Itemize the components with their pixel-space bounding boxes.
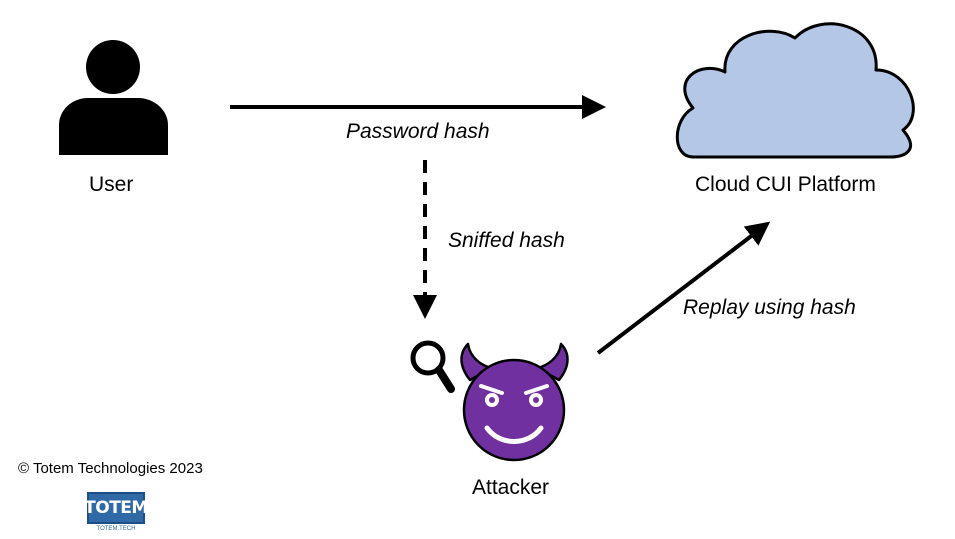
cloud-icon [675, 22, 915, 159]
cloud-platform-label: Cloud CUI Platform [695, 173, 876, 196]
logo-subtext: TOTEM.TECH [96, 526, 136, 532]
logo-text: TOTEM [84, 497, 148, 518]
totem-logo: TOTEM TOTEM.TECH [84, 492, 148, 534]
password-hash-label: Password hash [346, 120, 490, 143]
sniffed-hash-label: Sniffed hash [448, 229, 565, 252]
replay-arrow [596, 221, 771, 355]
copyright-text: © Totem Technologies 2023 [18, 460, 203, 477]
user-label: User [89, 173, 134, 196]
magnifier-icon [410, 340, 455, 393]
attacker-label: Attacker [472, 476, 550, 499]
user-icon [59, 40, 168, 155]
replay-label: Replay using hash [683, 296, 856, 319]
devil-icon [460, 342, 569, 462]
logo-box: TOTEM [84, 492, 148, 524]
